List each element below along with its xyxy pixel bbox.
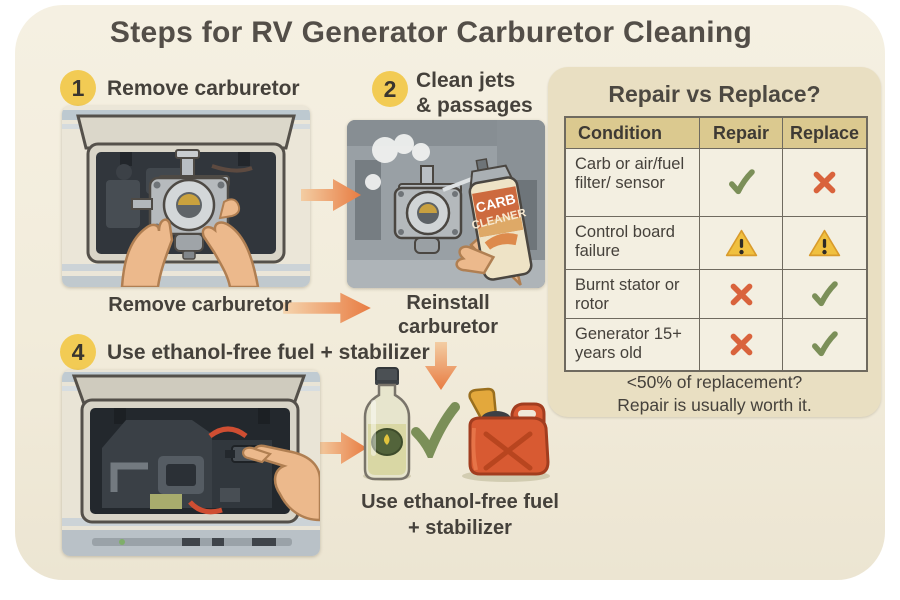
panel-footer-line1: <50% of replacement? bbox=[626, 372, 803, 392]
step2-number-badge: 2 bbox=[372, 71, 408, 107]
table-row-condition: Generator 15+ years old bbox=[566, 319, 700, 370]
repair-replace-table: Condition Repair Replace Carb or air/fue… bbox=[564, 116, 868, 372]
panel-title: Repair vs Replace? bbox=[608, 81, 821, 107]
step1-illustration-remove-carburetor bbox=[62, 106, 310, 287]
arrow-right-step4-to-fuel-icon bbox=[315, 427, 369, 469]
panel-footer-note: <50% of replacement? Repair is usually w… bbox=[548, 371, 881, 417]
caption-fuel-line2: + stabilizer bbox=[408, 517, 512, 539]
arrow-right-remove-to-reinstall-icon bbox=[279, 288, 375, 328]
step4-number-badge: 4 bbox=[60, 334, 96, 370]
warning-icon bbox=[783, 217, 866, 270]
caption-reinstall-line2: carburetor bbox=[397, 316, 499, 338]
carb-cleaner-spray-illustration: CARB CLEANER bbox=[347, 120, 545, 288]
arrow-down-reinstall-to-fuel-icon bbox=[420, 340, 462, 392]
table-row-condition: Carb or air/fuel filter/ sensor bbox=[566, 149, 700, 217]
caption-fuel-line1: Use ethanol-free fuel bbox=[361, 491, 559, 513]
spray-can: CARB CLEANER bbox=[455, 158, 533, 286]
generator-compartment-hand-illustration bbox=[62, 370, 320, 556]
step2-illustration-clean-jets: CARB CLEANER bbox=[347, 120, 545, 288]
table-row-condition: Control board failure bbox=[566, 217, 700, 270]
step4-illustration-fuel-stabilizer bbox=[62, 370, 320, 556]
x-icon bbox=[783, 149, 866, 217]
step2-label: Clean jets & passages bbox=[416, 69, 533, 119]
approval-check-icon bbox=[410, 400, 460, 458]
step2-label-line2: & passages bbox=[416, 93, 533, 117]
column-header-repair: Repair bbox=[700, 118, 783, 149]
column-header-replace: Replace bbox=[783, 118, 866, 149]
x-icon bbox=[700, 270, 783, 319]
step2-label-line1: Clean jets bbox=[416, 69, 516, 92]
table-row-condition: Burnt stator or rotor bbox=[566, 270, 700, 319]
caption-reinstall-line1: Reinstall bbox=[406, 292, 490, 314]
check-icon bbox=[700, 149, 783, 217]
fuel-stabilizer-bottle-icon bbox=[359, 364, 415, 482]
arrow-right-step1-to-step2-icon bbox=[299, 173, 363, 217]
page-title: Steps for RV Generator Carburetor Cleani… bbox=[109, 16, 753, 49]
warning-icon bbox=[700, 217, 783, 270]
repair-vs-replace-panel: Repair vs Replace? Condition Repair Repl… bbox=[548, 67, 881, 417]
step1-label: Remove carburetor bbox=[107, 77, 300, 100]
column-header-condition: Condition bbox=[566, 118, 700, 149]
x-icon bbox=[700, 319, 783, 370]
caption-reinstall-carburetor: Reinstall carburetor bbox=[378, 291, 518, 339]
generator-compartment-hands-illustration bbox=[62, 106, 310, 287]
caption-remove-carburetor: Remove carburetor bbox=[108, 294, 292, 316]
step1-number-badge: 1 bbox=[60, 70, 96, 106]
step4-label: Use ethanol-free fuel + stabilizer bbox=[107, 341, 430, 364]
panel-footer-line2: Repair is usually worth it. bbox=[617, 394, 812, 415]
gas-can-icon bbox=[456, 386, 554, 482]
cleaning-foam-clouds bbox=[365, 134, 430, 190]
check-icon bbox=[783, 319, 866, 370]
check-icon bbox=[783, 270, 866, 319]
caption-fuel-stabilizer: Use ethanol-free fuel + stabilizer bbox=[340, 489, 580, 541]
